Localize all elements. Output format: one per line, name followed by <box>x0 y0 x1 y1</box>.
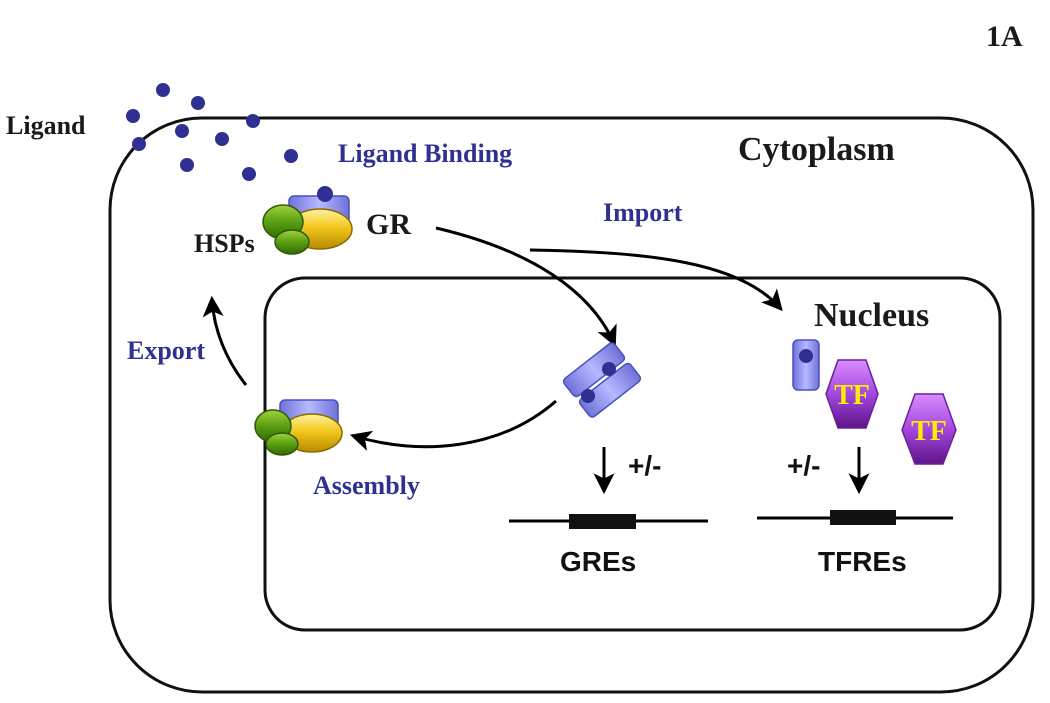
gr-hsp-complex <box>262 186 353 255</box>
tf-bound-shape <box>825 359 879 429</box>
ligand-dot <box>156 83 170 97</box>
gr-monomer-top <box>562 342 626 398</box>
gre-modulation-label: +/- <box>628 450 661 481</box>
ligand-dot <box>126 109 140 123</box>
tf-bound-label: TF <box>834 380 870 411</box>
gr-monomer-tf-bound <box>792 339 820 391</box>
ligand-label: Ligand <box>6 111 86 140</box>
tfre-element <box>830 510 896 525</box>
gr-label: GR <box>366 208 411 241</box>
tfres-label: TFREs <box>818 546 907 577</box>
ligand-dot <box>284 149 298 163</box>
assembly-label: Assembly <box>313 471 420 500</box>
tfre-modulation-label: +/- <box>787 450 820 481</box>
gre-element <box>569 514 636 529</box>
ligand-dot <box>215 132 229 146</box>
hsp-green-small-shape <box>265 432 299 456</box>
tf-free-label: TF <box>911 416 947 447</box>
figure-label: 1A <box>986 20 1023 53</box>
ligand-dot <box>175 124 189 138</box>
import-arrow-to-dimer <box>435 226 617 347</box>
import-label: Import <box>603 198 683 227</box>
dimer-ligand-dot <box>602 362 616 376</box>
export-arrow <box>202 295 248 386</box>
ligand-binding-label: Ligand Binding <box>338 139 512 168</box>
nucleus-label: Nucleus <box>814 297 929 334</box>
gres-label: GREs <box>560 546 636 577</box>
nucleus-boundary <box>263 276 1002 632</box>
hsp-green-small-shape <box>274 229 310 255</box>
tf-bound-ligand-dot <box>799 349 813 363</box>
ligand-dot <box>132 137 146 151</box>
gr-hsp-nuclear-complex <box>254 399 343 456</box>
hsps-label: HSPs <box>194 229 255 258</box>
bound-ligand-dot <box>317 186 333 202</box>
export-label: Export <box>127 336 205 365</box>
ligand-dot <box>242 167 256 181</box>
assembly-arrow <box>349 399 557 451</box>
ligand-dot <box>180 158 194 172</box>
dimer-ligand-dot <box>581 389 595 403</box>
ligand-dots <box>126 83 298 181</box>
gr-dimer <box>562 342 642 418</box>
ligand-dot <box>246 114 260 128</box>
ligand-dot <box>191 96 205 110</box>
gr-monomer-bottom <box>578 362 642 418</box>
cytoplasm-label: Cytoplasm <box>738 131 895 168</box>
import-arrow-to-tf <box>529 248 783 312</box>
cytoplasm-boundary <box>108 116 1035 694</box>
tf-free-shape <box>901 393 957 465</box>
